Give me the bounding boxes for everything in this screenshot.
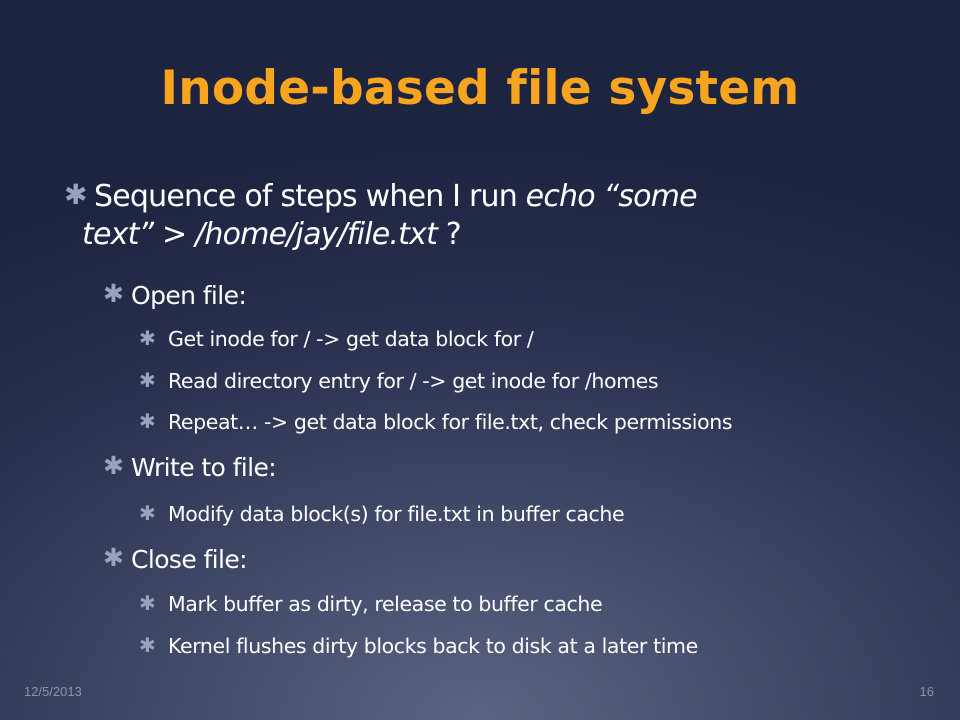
slide-title: Inode-based file system (160, 61, 800, 116)
bullet-star-icon: ✱ (139, 326, 156, 350)
bullet-star-icon: ✱ (139, 409, 156, 433)
footer-date: 12/5/2013 (24, 684, 82, 699)
list-item: ✱ Kernel flushes dirty blocks back to di… (139, 632, 698, 660)
section-open-file: ✱ Open file: (103, 279, 247, 312)
main-bullet-suffix: ? (437, 217, 462, 252)
section-label: Write to file: (131, 453, 277, 482)
list-item-text: Modify data block(s) for file.txt in buf… (168, 502, 625, 526)
bullet-star-icon: ✱ (139, 591, 156, 615)
main-bullet-command-part1: echo “some (525, 179, 698, 214)
section-close-file: ✱ Close file: (103, 543, 248, 576)
bullet-star-icon: ✱ (139, 368, 156, 392)
main-bullet-command-part2: text” > /home/jay/file.txt (82, 217, 438, 252)
list-item: ✱ Repeat… -> get data block for file.txt… (139, 408, 733, 436)
main-bullet-prefix: Sequence of steps when I run (94, 179, 526, 214)
section-label: Open file: (131, 281, 247, 310)
main-bullet-line1: Sequence of steps when I run echo “some (94, 179, 698, 214)
bullet-star-icon: ✱ (103, 451, 124, 480)
page-number: 16 (919, 684, 934, 699)
list-item-text: Read directory entry for / -> get inode … (168, 369, 659, 393)
bullet-star-icon: ✱ (103, 279, 124, 308)
main-bullet: ✱ Sequence of steps when I run echo “som… (64, 178, 698, 254)
bullet-star-icon: ✱ (139, 633, 156, 657)
section-write-file: ✱ Write to file: (103, 451, 277, 484)
section-label: Close file: (131, 545, 248, 574)
list-item-text: Get inode for / -> get data block for / (168, 327, 534, 351)
list-item: ✱ Read directory entry for / -> get inod… (139, 367, 659, 395)
list-item-text: Mark buffer as dirty, release to buffer … (168, 592, 603, 616)
bullet-star-icon: ✱ (103, 543, 124, 572)
bullet-star-icon: ✱ (139, 501, 156, 525)
list-item-text: Kernel flushes dirty blocks back to disk… (168, 634, 698, 658)
list-item: ✱ Modify data block(s) for file.txt in b… (139, 500, 625, 528)
list-item-text: Repeat… -> get data block for file.txt, … (168, 410, 733, 434)
list-item: ✱ Get inode for / -> get data block for … (139, 325, 534, 353)
list-item: ✱ Mark buffer as dirty, release to buffe… (139, 590, 603, 618)
main-bullet-line2: text” > /home/jay/file.txt ? (82, 216, 697, 254)
bullet-star-icon: ✱ (64, 178, 87, 211)
